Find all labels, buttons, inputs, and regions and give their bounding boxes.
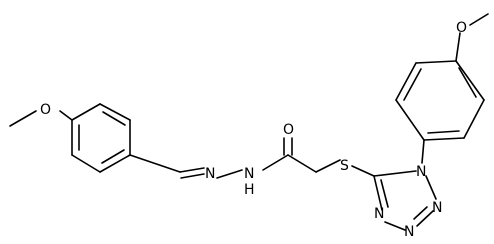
bond-ch-n-double-2 <box>180 173 205 179</box>
bond-ring-left-5 <box>71 154 101 173</box>
bond-tetrazole-n3-n4 <box>384 221 406 231</box>
bond-ring-left-double-2 <box>101 149 125 164</box>
bond-ring-right-double-2 <box>458 67 477 98</box>
atom-n1-tetrazole: N <box>416 164 426 180</box>
bond-methyl-o-left <box>9 110 37 127</box>
bond-ring-o-right <box>455 32 461 62</box>
bond-ch2-s <box>315 159 341 173</box>
atom-o-ether-left: O <box>40 102 51 118</box>
bond-ring-right-4 <box>455 60 485 101</box>
atom-n2-tetrazole: N <box>432 200 442 216</box>
bond-n-nh <box>216 169 243 179</box>
bond-o-ring-left <box>59 110 73 121</box>
bond-tetrazole-double-n2-n3 <box>413 206 428 220</box>
atom-label-layer: O N N H O S N N N N O <box>40 20 467 240</box>
bond-tetrazole-n4-c5 <box>373 175 383 211</box>
atom-o-ether-right: O <box>456 20 467 36</box>
bond-tetrazole-c5-n1 <box>373 170 417 177</box>
bond-s-c5 <box>351 165 375 177</box>
bond-ring-right-3 <box>415 60 457 64</box>
bond-carbonyl-ch2 <box>287 154 317 173</box>
bond-ring-right-6 <box>423 137 465 141</box>
atom-n4-tetrazole: N <box>374 206 384 222</box>
atom-s-thioether: S <box>340 158 349 174</box>
atom-h-hydrazide: H <box>244 182 255 198</box>
bond-ring-left-2 <box>99 103 131 121</box>
bond-ring-right-double-3 <box>427 130 460 134</box>
bond-ring-right-double-1 <box>403 68 422 101</box>
bond-ch-n-double-1 <box>179 167 205 173</box>
bond-ring-right-1 <box>395 99 425 141</box>
bond-ring-left-double-1 <box>102 111 126 126</box>
atom-n-imine: N <box>205 166 215 182</box>
atom-n3-tetrazole: N <box>404 224 414 240</box>
bond-tetrazole-double-c5-n4 <box>380 179 389 208</box>
bond-layer <box>9 13 489 231</box>
atom-nh-hydrazide: N <box>244 166 254 182</box>
bond-nh-carbonyl <box>262 154 289 171</box>
bond-tetrazole-n2-n3 <box>416 210 434 227</box>
bond-ring-left-1 <box>71 103 101 121</box>
bond-o-methyl-right <box>469 13 489 26</box>
bond-n1-ring-right <box>421 139 425 164</box>
atom-o-carbonyl: O <box>283 122 294 138</box>
bond-ring-ch <box>129 154 181 173</box>
bond-tetrazole-n1-n2 <box>425 175 437 200</box>
bond-ring-right-2 <box>395 62 417 101</box>
bond-ring-left-4 <box>99 154 131 173</box>
bond-ring-right-5 <box>463 99 485 139</box>
